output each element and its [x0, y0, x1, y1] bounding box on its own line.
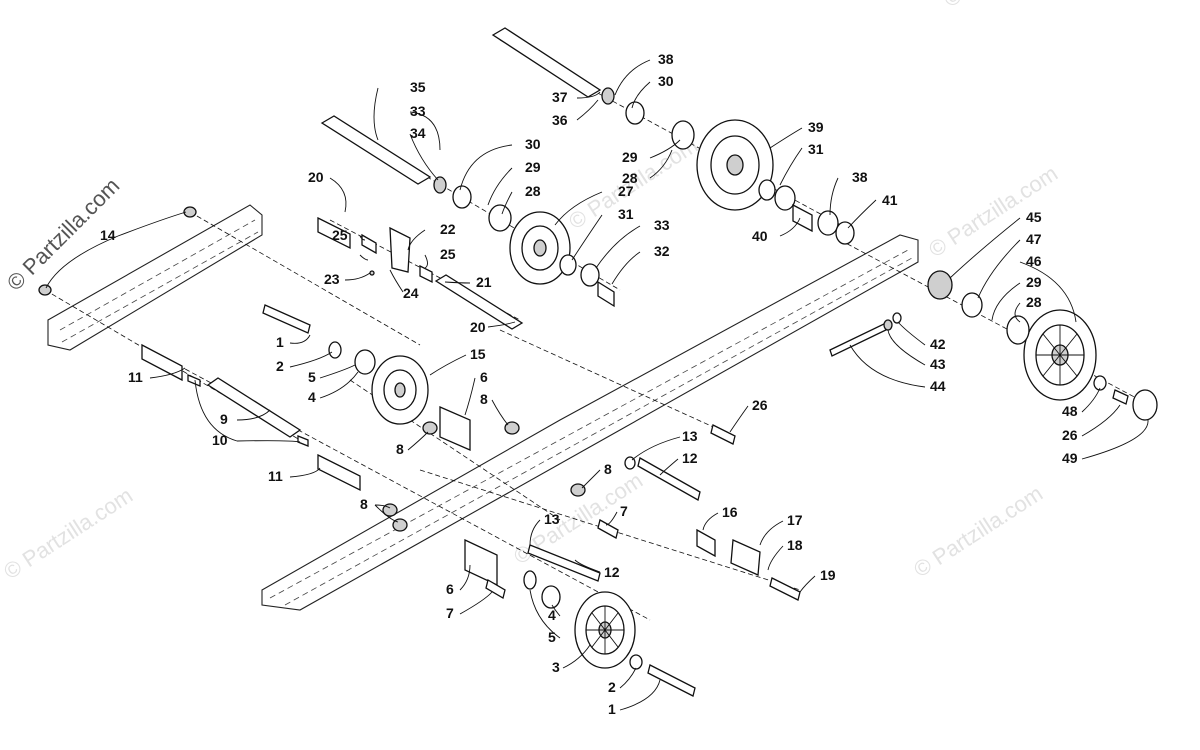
- callout-49: 49: [1062, 450, 1078, 466]
- callout-35: 35: [410, 79, 426, 95]
- callout-31: 31: [618, 206, 634, 222]
- callout-12: 12: [682, 450, 698, 466]
- callout-26: 26: [752, 397, 768, 413]
- center-rail: [261, 234, 919, 611]
- callout-33: 33: [410, 103, 426, 119]
- callout-12: 12: [604, 564, 620, 580]
- callout-48: 48: [1062, 403, 1078, 419]
- callout-7: 7: [620, 503, 628, 519]
- callout-13: 13: [682, 428, 698, 444]
- shaft-9: [206, 377, 302, 438]
- callout-3: 3: [552, 659, 560, 675]
- callout-8: 8: [604, 461, 612, 477]
- callout-20: 20: [308, 169, 324, 185]
- callout-29: 29: [1026, 274, 1042, 290]
- callout-11: 11: [128, 369, 143, 385]
- callout-33: 33: [654, 217, 670, 233]
- callout-2: 2: [608, 679, 616, 695]
- spacer-20: [317, 216, 351, 250]
- callout-6: 6: [446, 581, 454, 597]
- watermark: © Partzilla.com: [909, 480, 1047, 582]
- callout-23: 23: [324, 271, 340, 287]
- idler-wheel-46: [1023, 309, 1097, 401]
- spacer-11b: [317, 453, 361, 492]
- callout-40: 40: [752, 228, 768, 244]
- middle-shaft: [320, 115, 432, 185]
- callout-10: 10: [212, 432, 228, 448]
- callout-4: 4: [308, 389, 316, 405]
- callout-28: 28: [525, 183, 541, 199]
- idler-wheel-39: [696, 119, 774, 211]
- idler-wheel-27: [509, 211, 571, 285]
- callout-1: 1: [276, 334, 284, 350]
- callout-4: 4: [548, 607, 556, 623]
- callout-24: 24: [403, 285, 419, 301]
- callout-38: 38: [658, 51, 674, 67]
- callout-28: 28: [622, 170, 638, 186]
- callout-28: 28: [1026, 294, 1042, 310]
- callout-30: 30: [525, 136, 541, 152]
- callout-6: 6: [480, 369, 488, 385]
- callout-14: 14: [100, 227, 116, 243]
- callout-46: 46: [1026, 253, 1042, 269]
- callout-30: 30: [658, 73, 674, 89]
- callout-19: 19: [820, 567, 836, 583]
- callout-5: 5: [548, 629, 556, 645]
- callout-45: 45: [1026, 209, 1042, 225]
- callout-5: 5: [308, 369, 316, 385]
- callout-47: 47: [1026, 231, 1042, 247]
- callout-27: 27: [618, 183, 634, 199]
- callout-25: 25: [332, 227, 348, 243]
- callout-41: 41: [882, 192, 898, 208]
- left-rail: [47, 204, 263, 351]
- callout-32: 32: [654, 243, 670, 259]
- callout-31: 31: [808, 141, 824, 157]
- callout-13: 13: [544, 511, 560, 527]
- callout-8: 8: [360, 496, 368, 512]
- callout-22: 22: [440, 221, 456, 237]
- callout-9: 9: [220, 411, 228, 427]
- callouts: 38 30 37 36 29 28 39 31 38 41 40 35 33 3…: [100, 51, 1078, 717]
- callout-34: 34: [410, 125, 426, 141]
- callout-37: 37: [552, 89, 568, 105]
- callout-20: 20: [470, 319, 486, 335]
- small-parts: [38, 87, 1158, 697]
- upper-shaft: [491, 27, 602, 98]
- callout-15: 15: [470, 346, 486, 362]
- callout-17: 17: [787, 512, 803, 528]
- callout-21: 21: [476, 274, 492, 290]
- shafts: [141, 27, 602, 492]
- leader-lines: [45, 59, 1149, 711]
- callout-44: 44: [930, 378, 946, 394]
- callout-29: 29: [622, 149, 638, 165]
- callout-38: 38: [852, 169, 868, 185]
- callout-39: 39: [808, 119, 824, 135]
- idler-wheel-15: [371, 355, 429, 425]
- callout-7: 7: [446, 605, 454, 621]
- callout-18: 18: [787, 537, 803, 553]
- callout-8: 8: [396, 441, 404, 457]
- spacer-11a: [141, 343, 183, 382]
- callout-42: 42: [930, 336, 946, 352]
- watermark: © Partzilla.com: [0, 482, 137, 584]
- callout-16: 16: [722, 504, 738, 520]
- callout-2: 2: [276, 358, 284, 374]
- shaft-21: [434, 274, 524, 330]
- callout-11: 11: [268, 468, 283, 484]
- callout-25: 25: [440, 246, 456, 262]
- callout-36: 36: [552, 112, 568, 128]
- wheels: [371, 119, 1097, 669]
- watermark: © Partzilla.com: [939, 0, 1077, 12]
- callout-43: 43: [930, 356, 946, 372]
- callout-8: 8: [480, 391, 488, 407]
- callout-26: 26: [1062, 427, 1078, 443]
- idler-wheel-3: [574, 591, 636, 669]
- callout-1: 1: [608, 701, 616, 717]
- callout-29: 29: [525, 159, 541, 175]
